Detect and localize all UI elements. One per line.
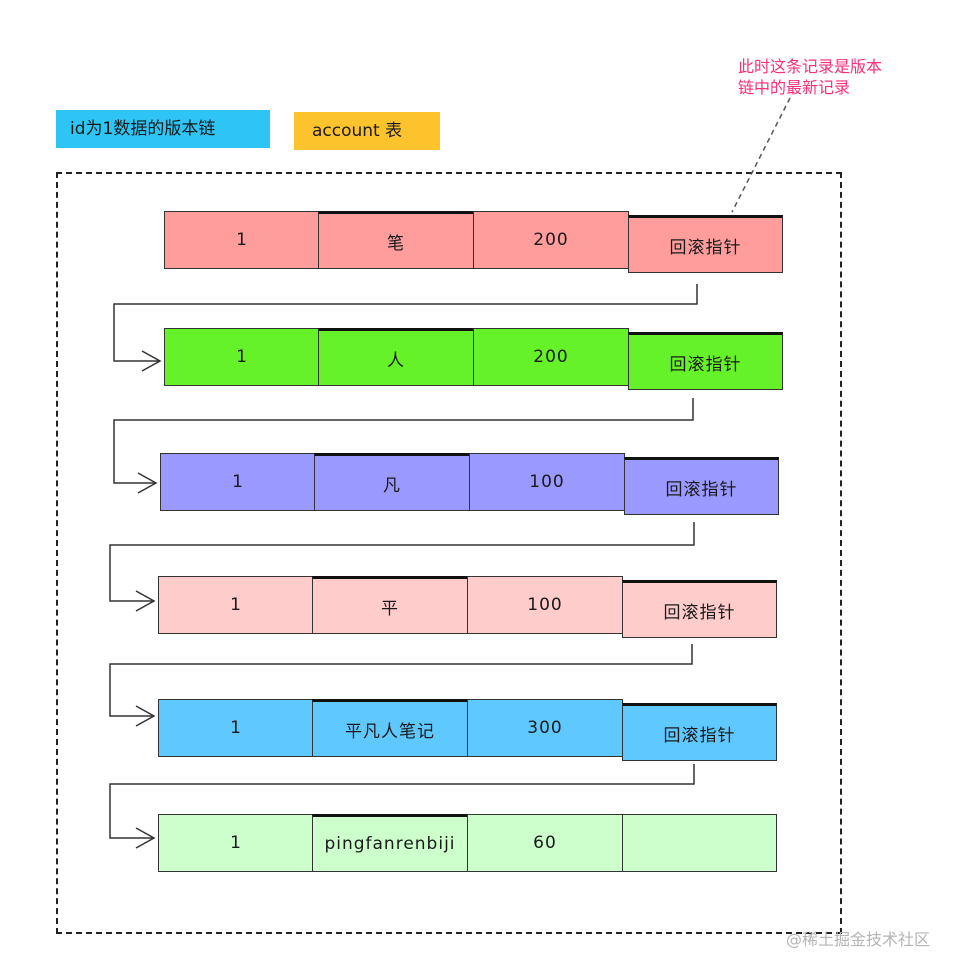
annotation-pointer-line <box>731 97 791 213</box>
version-chain-label: id为1数据的版本链 <box>56 110 270 148</box>
rollback-connector-3 <box>109 522 695 602</box>
balance-cell: 300 <box>467 699 623 757</box>
balance-cell: 100 <box>467 576 623 634</box>
table-name-label: account 表 <box>294 112 440 150</box>
arrowhead-1 <box>141 350 162 372</box>
pointer-cell: 回滚指针 <box>628 215 783 273</box>
arrowhead-2 <box>137 472 158 494</box>
id-cell: 1 <box>164 328 320 386</box>
name-cell: 平凡人笔记 <box>312 699 468 757</box>
annotation-line-1: 此时这条记录是版本 <box>738 57 883 76</box>
name-cell: 人 <box>318 328 474 386</box>
pointer-cell: 回滚指针 <box>624 457 779 515</box>
pointer-cell <box>622 814 777 872</box>
balance-cell: 200 <box>473 211 629 269</box>
arrowhead-3 <box>135 590 156 612</box>
id-cell: 1 <box>158 576 314 634</box>
id-cell: 1 <box>158 699 314 757</box>
pointer-cell: 回滚指针 <box>622 703 777 761</box>
name-cell: 笔 <box>318 211 474 269</box>
rollback-connector-2 <box>113 398 694 484</box>
arrowhead-5 <box>135 827 156 849</box>
pointer-cell: 回滚指针 <box>628 332 783 390</box>
arrowhead-4 <box>135 705 156 727</box>
balance-cell: 60 <box>467 814 623 872</box>
id-cell: 1 <box>164 211 320 269</box>
name-cell: 凡 <box>314 453 470 511</box>
version-chain-container <box>56 172 842 934</box>
watermark-text: @稀土掘金技术社区 <box>785 930 930 949</box>
balance-cell: 200 <box>473 328 629 386</box>
annotation-line-2: 链中的最新记录 <box>738 78 851 97</box>
latest-record-annotation: 此时这条记录是版本 链中的最新记录 <box>738 56 938 98</box>
pointer-cell: 回滚指针 <box>622 580 777 638</box>
rollback-connector-4 <box>109 644 693 717</box>
rollback-connector-1 <box>113 284 698 362</box>
name-cell: 平 <box>312 576 468 634</box>
rollback-connector-5 <box>109 764 695 839</box>
id-cell: 1 <box>160 453 316 511</box>
name-cell: pingfanrenbiji <box>312 814 468 872</box>
id-cell: 1 <box>158 814 314 872</box>
balance-cell: 100 <box>469 453 625 511</box>
